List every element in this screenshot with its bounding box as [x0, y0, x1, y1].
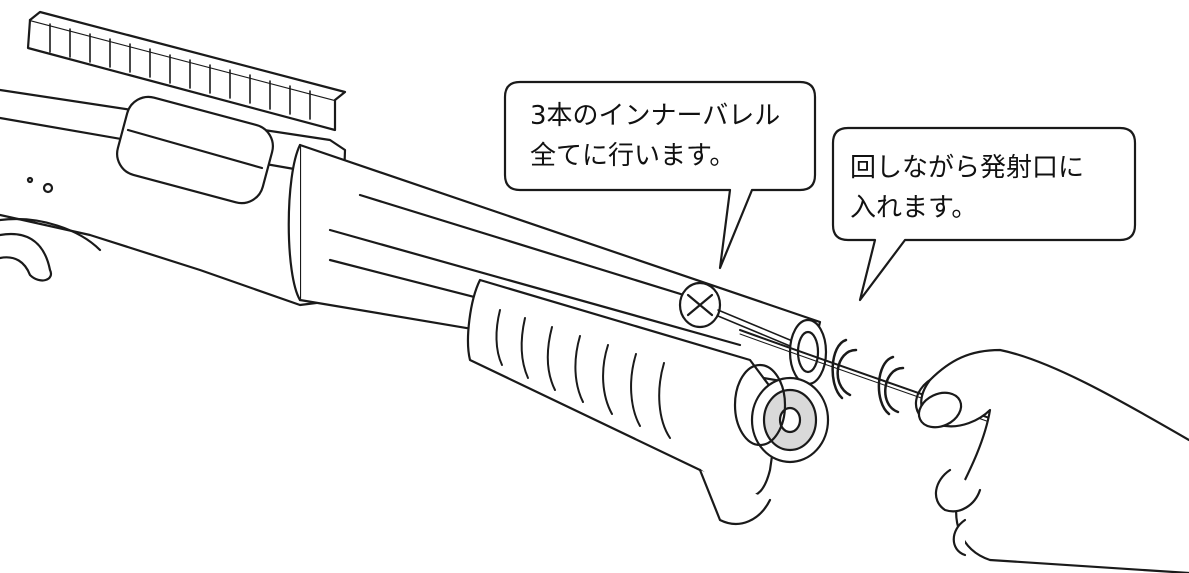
callout-2-line-1: 回しながら発射口に — [850, 153, 1084, 183]
top-rail — [26, 10, 347, 132]
callout-2-line-2: 入れます。 — [850, 193, 977, 223]
packing-rings — [831, 338, 905, 416]
hand — [914, 348, 1189, 573]
callout-bubble-2 — [831, 126, 1137, 302]
callout-bubble-1 — [503, 80, 817, 270]
callout-text-1: 3本のインナーバレル 全てに行います。 — [530, 101, 780, 171]
muzzle-knob — [733, 363, 830, 464]
callout-1-line-2: 全てに行います。 — [530, 141, 735, 171]
trigger-guard — [0, 218, 102, 282]
callout-1-line-1: 3本のインナーバレル — [530, 101, 780, 131]
inner-barrel-cap — [678, 281, 791, 347]
callout-text-2: 回しながら発射口に 入れます。 — [850, 153, 1084, 223]
receiver — [0, 88, 347, 307]
forend — [466, 278, 782, 525]
